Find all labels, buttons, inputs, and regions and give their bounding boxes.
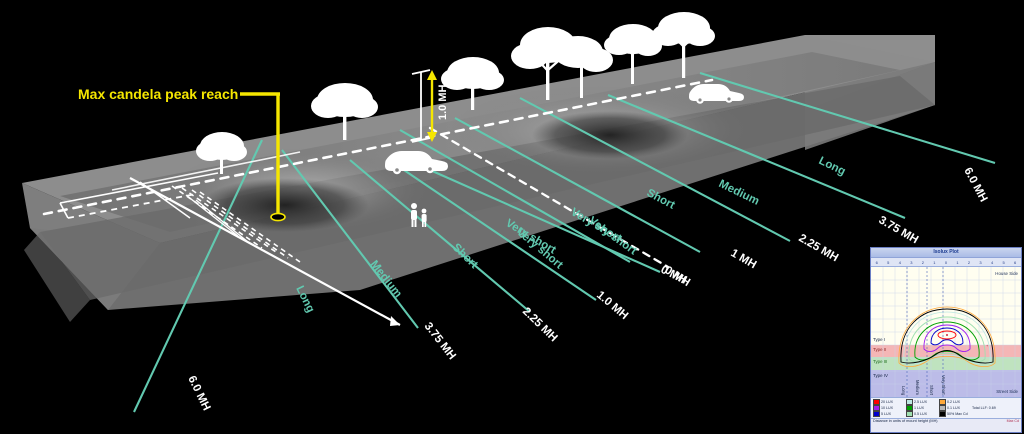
legend-swatch-icon: [873, 399, 880, 405]
inset-plot-area: + House Side Street Side Type I Type II …: [871, 267, 1021, 397]
legend-label: 0.5 LUX: [914, 412, 927, 416]
isolux-plot-inset: Isolux Plot 6 5 4 3 2 1 0 1 2 3 4 5 6: [870, 247, 1022, 433]
inset-footer: Distance in units of mount height (MH) M…: [871, 418, 1021, 423]
legend-item: 20 LUX: [873, 399, 903, 405]
legend-item: 0.5 LUX: [906, 411, 936, 417]
label-medium-right: Medium: [717, 178, 761, 208]
label-long-right: Long: [817, 155, 848, 178]
x-tick: 3: [979, 259, 982, 265]
legend-label: 50% Max Cd: [947, 412, 968, 416]
x-tick: 6: [875, 259, 878, 265]
inset-legend: 20 LUX 2.5 LUX 0.2 LUX 10 LUX: [871, 397, 1021, 418]
legend-row: 5 LUX 0.5 LUX 50% Max Cd: [873, 411, 1019, 417]
type-band-label-4: Type IV: [873, 373, 888, 378]
inset-vlabel-veryshort: Very Short: [941, 375, 946, 395]
legend-swatch-icon: [906, 411, 913, 417]
legend-label: 1 LUX: [914, 406, 924, 410]
inset-vlabel-medium: Medium: [915, 380, 920, 395]
type-band-label-2: Type II: [873, 347, 887, 352]
x-tick: 3: [910, 259, 913, 265]
legend-swatch-icon: [873, 405, 880, 411]
x-tick: 2: [921, 259, 924, 265]
max-candela-callout: Max candela peak reach: [78, 86, 238, 102]
legend-item: 5 LUX: [873, 411, 903, 417]
mount-height-label: 1.0 MH: [437, 84, 449, 120]
light-pools: [170, 86, 750, 232]
legend-row: 20 LUX 2.5 LUX 0.2 LUX: [873, 399, 1019, 405]
mount-height-measure: [411, 69, 437, 143]
dist-1mh-right: 1 MH: [729, 247, 759, 271]
x-tick: 2: [967, 259, 971, 265]
x-tick: 5: [1002, 259, 1005, 265]
legend-item: 0.1 LUX: [939, 405, 969, 411]
legend-label: 5 LUX: [881, 412, 891, 416]
max-reach-arrow: [129, 177, 401, 326]
type-band-label-3: Type III: [873, 359, 888, 364]
legend-item: 50% Max Cd: [939, 411, 979, 417]
tree-icon: [652, 12, 715, 78]
legend-item: 10 LUX: [873, 405, 903, 411]
legend-swatch-icon: [906, 399, 913, 405]
car-icon: [689, 84, 744, 104]
dist-6mh-left: 6.0 MH: [185, 374, 212, 413]
legend-label: 10 LUX: [881, 406, 893, 410]
legend-item: 2.5 LUX: [906, 399, 936, 405]
tree-icon: [441, 57, 504, 110]
zero-mh-line-right: [428, 126, 670, 269]
x-tick: 6: [1014, 259, 1017, 265]
left-guide-lines: [59, 172, 301, 263]
house-side-label: House Side: [995, 271, 1018, 276]
x-tick: 5: [887, 259, 890, 265]
dist-375mh-right: 3.75 MH: [877, 214, 921, 246]
teal-lines-right: [399, 71, 996, 263]
dist-6mh-right: 6.0 MH: [961, 166, 989, 204]
legend-label: 20 LUX: [881, 400, 893, 404]
tree-icon: [604, 24, 662, 84]
dist-225mh-right: 2.25 MH: [797, 232, 841, 264]
street-side-label: Street Side: [996, 389, 1018, 394]
isolux-contours-svg: +: [871, 267, 1021, 397]
legend-label: 2.5 LUX: [914, 400, 927, 404]
inset-x-axis: 6 5 4 3 2 1 0 1 2 3 4 5 6: [871, 258, 1021, 267]
max-cd-legend: Max Cd: [1006, 419, 1019, 423]
legend-label: 0.2 LUX: [947, 400, 960, 404]
x-tick: 1: [933, 259, 936, 265]
dist-375mh-left: 3.75 MH: [422, 320, 458, 362]
dist-225mh-left: 2.25 MH: [520, 306, 560, 345]
dist-0mh-left: 0 MH: [662, 264, 692, 289]
inset-footer-note: Distance in units of mount height (MH): [873, 419, 938, 423]
x-tick: 4: [990, 259, 994, 265]
legend-row: 10 LUX 1 LUX 0.1 LUX Total LLF: 0.69: [873, 405, 1019, 411]
x-tick: 1: [956, 259, 959, 265]
legend-swatch-icon: [906, 405, 913, 411]
x-tick: 0: [944, 259, 948, 265]
road-dashed-edge: [42, 78, 714, 216]
svg-text:+: +: [986, 343, 989, 348]
inset-title: Isolux Plot: [871, 248, 1021, 258]
legend-label: 0.1 LUX: [947, 406, 960, 410]
tree-icon: [311, 83, 378, 140]
dist-1mh-left: 1.0 MH: [594, 289, 630, 322]
legend-swatch-icon: [939, 405, 946, 411]
inset-vlabel-short: Short: [929, 384, 934, 395]
x-tick: 4: [898, 259, 901, 265]
legend-item: 0.2 LUX: [939, 399, 969, 405]
legend-swatch-icon: [873, 411, 880, 417]
tree-icon: [196, 132, 247, 174]
inset-vlabel-long: Long: [901, 385, 906, 395]
total-llf-label: Total LLF: 0.69: [972, 406, 996, 410]
car-icon: [385, 151, 448, 175]
type-band-label-1: Type I: [873, 337, 885, 342]
legend-item: 1 LUX: [906, 405, 936, 411]
teal-lines-left: [133, 139, 661, 413]
tree-icon: [511, 27, 613, 100]
tree-group: [196, 12, 715, 174]
pedestrian-icon: [411, 203, 427, 227]
legend-swatch-icon: [939, 399, 946, 405]
legend-swatch-icon: [939, 411, 946, 417]
